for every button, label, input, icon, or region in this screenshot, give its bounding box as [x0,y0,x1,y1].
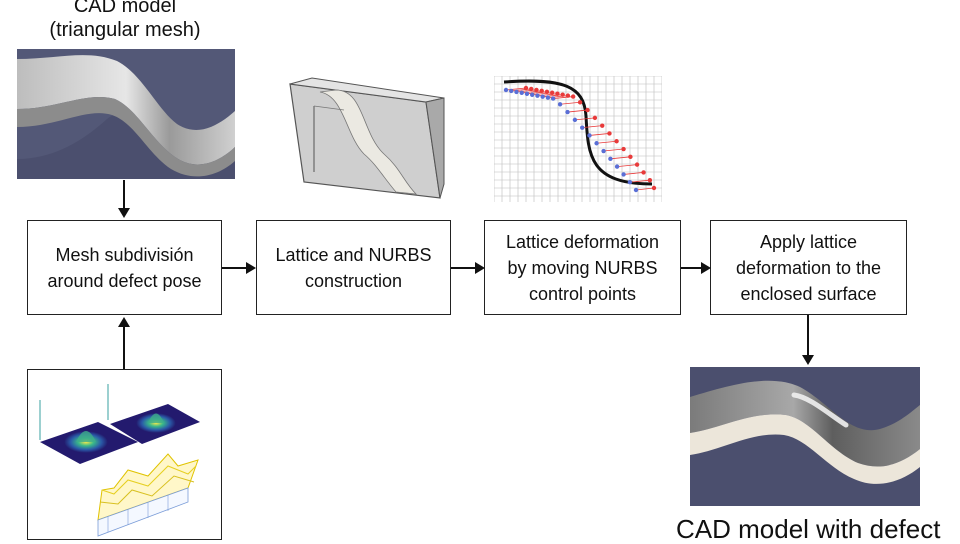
control-point-red [600,123,605,128]
control-point-link [635,187,655,191]
control-point-red [641,170,646,175]
control-point-link [532,92,553,96]
control-point-blue [545,95,551,100]
result-caption: CAD model with defect [676,514,941,544]
arrow-defect-to-step1 [114,315,134,369]
control-point-link [553,96,574,99]
control-point-link [610,156,631,160]
control-point-blue [514,89,519,95]
control-point-blue [633,187,639,193]
control-point-link [511,88,532,92]
arrow-step1-to-step2 [222,258,258,278]
control-point-blue [572,117,578,123]
control-point-blue [550,96,556,101]
control-point-blue [621,172,626,177]
arrow-step3-to-step4 [681,258,713,278]
control-point-link [542,94,563,98]
control-point-link [516,89,537,93]
control-point-red [647,178,653,183]
control-point-blue [608,156,613,162]
step-mesh-subdivision: Mesh subdivisión around defect pose [27,220,222,315]
control-point-red [577,100,583,105]
control-point-link [567,109,588,113]
control-point-red [570,94,576,99]
control-point-link [582,125,603,129]
control-point-link [623,172,644,175]
control-point-link [574,117,595,121]
step-lattice-deformation: Lattice deformation by moving NURBS cont… [484,220,681,315]
step-lattice-deformation-label: Lattice deformation by moving NURBS cont… [505,231,660,304]
control-point-blue [614,164,620,169]
cad-model-subtitle: (triangular mesh) [49,19,201,41]
cad-mesh-render [17,49,235,179]
control-point-blue [529,92,535,97]
lattice-box-render [284,74,446,210]
step-apply-deformation: Apply lattice deformation to the enclose… [710,220,907,315]
control-point-link [617,164,638,168]
control-point-red [634,162,640,167]
control-point-blue [557,102,563,107]
control-point-link [589,133,610,136]
control-point-blue [535,93,540,98]
control-point-blue [580,125,585,130]
control-point-blue [540,94,545,99]
control-point-link [537,93,558,97]
cad-model-with-defect-render [690,367,920,506]
arrow-step2-to-step3 [451,258,487,278]
control-point-red [628,154,633,160]
control-point-red [651,185,657,191]
control-point-link [521,90,542,94]
control-point-blue [503,87,509,93]
control-point-link [603,148,624,152]
arrow-step4-to-result [798,315,818,369]
nurbs-curve [503,79,653,186]
control-point-blue [519,90,524,96]
control-point-red [614,139,619,144]
defect-profile-plots [27,369,222,540]
control-point-blue [594,141,599,146]
step-mesh-subdivision-label: Mesh subdivisión around defect pose [47,244,202,291]
step-lattice-nurbs: Lattice and NURBS construction [256,220,451,315]
control-point-link [505,87,527,91]
arrow-mesh-to-step1 [114,180,134,220]
control-point-link [526,91,547,95]
step-apply-deformation-label: Apply lattice deformation to the enclose… [735,231,882,304]
control-point-blue [565,109,570,115]
control-point-blue [627,180,633,185]
control-point-link [560,101,581,105]
control-point-red [621,146,626,152]
lattice-control-points-plot [494,76,662,202]
control-point-red [592,115,598,121]
cad-model-caption: CAD model (triangular mesh) [20,0,230,42]
control-point-red [607,131,612,136]
step-lattice-nurbs-label: Lattice and NURBS construction [275,244,432,291]
control-point-blue [509,88,514,94]
control-point-blue [601,148,606,154]
cad-model-title: CAD model [73,0,177,17]
control-point-link [596,140,617,144]
control-point-link [629,179,650,183]
control-point-red [585,107,590,113]
control-point-link [547,95,568,99]
control-point-blue [587,133,592,138]
control-point-blue [524,91,530,97]
